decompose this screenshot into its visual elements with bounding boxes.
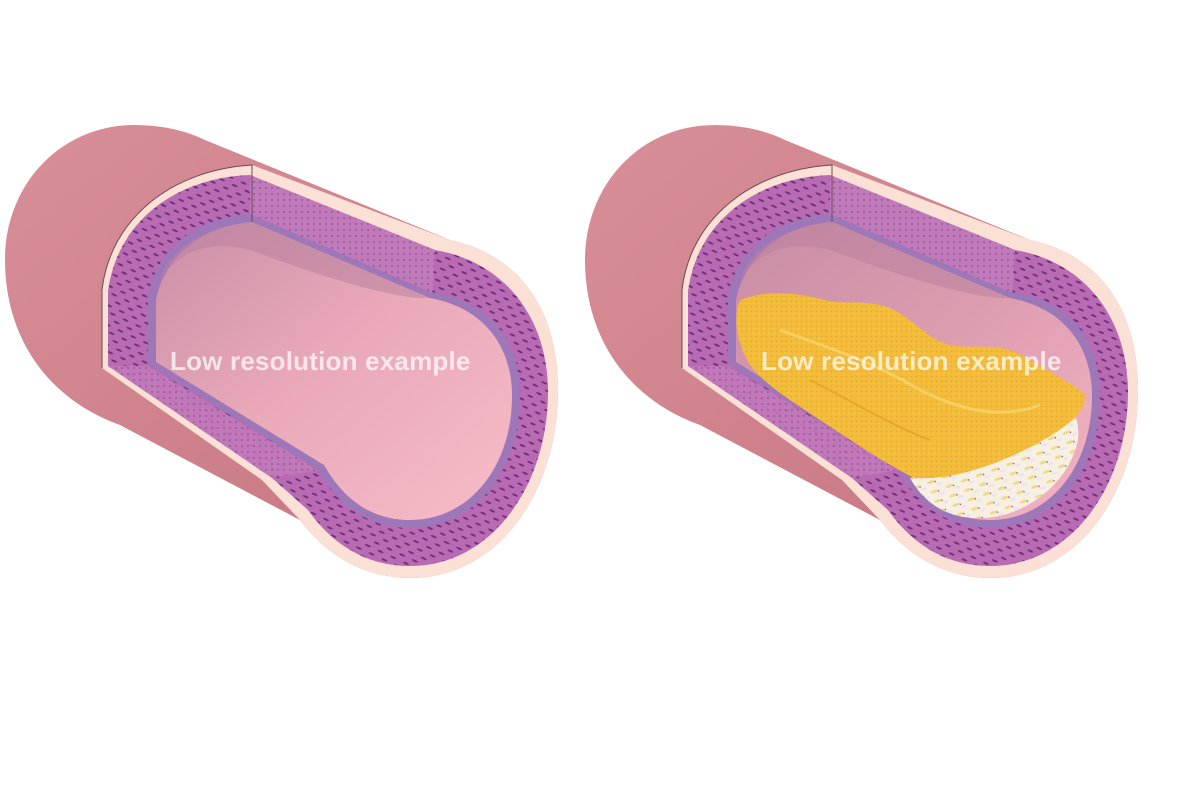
cut-face-top-left bbox=[250, 175, 435, 300]
cut-edge-left bbox=[101, 164, 253, 368]
cut-edge-right bbox=[681, 164, 833, 368]
lumen-shadow-left bbox=[160, 222, 430, 299]
plaque-artery bbox=[585, 125, 1138, 578]
plaque-ridge bbox=[779, 328, 1041, 414]
cut-face-bottom-right bbox=[688, 366, 898, 478]
cut-face-top-right bbox=[830, 175, 1015, 300]
lumen-shadow-right bbox=[740, 222, 1010, 299]
healthy-artery bbox=[5, 125, 558, 578]
plaque-ridge bbox=[809, 379, 931, 441]
cut-face-bottom-left bbox=[108, 366, 318, 478]
